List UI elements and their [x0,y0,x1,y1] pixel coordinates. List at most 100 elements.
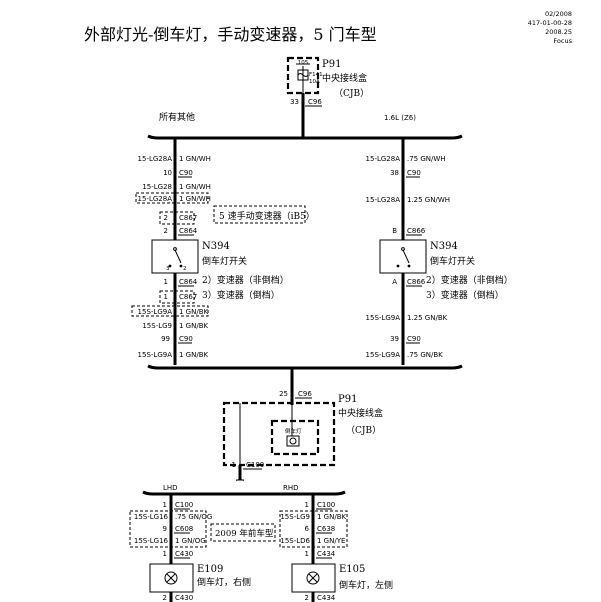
top-p91-id: P91 [322,59,341,70]
bl-c430b: C430 [175,594,193,602]
r-w1: 15-LG28A [366,155,401,163]
r-c866b: C866 [407,278,426,286]
l-c864: C864 [179,227,198,235]
l-w1: 15-LG28A [138,155,173,163]
fuse-name: F141 [309,72,323,78]
r-c90: C90 [407,169,421,177]
ref-date: 02/2008 [545,10,572,18]
bl-w2-spec: 1 GN/OG [175,537,206,545]
l-w5: 15S-LG9 [142,322,172,330]
top-pin: 33 [290,98,299,106]
l-w2-spec: 1 GN/WH [179,183,211,191]
r-w3-spec: 1.25 GN/BK [407,314,448,322]
ref-model: Focus [553,37,572,45]
l-c867: C867 [179,214,197,222]
l-c90b: C90 [179,335,193,343]
r-w1-spec: .75 GN/WH [407,155,446,163]
br-pin1b: 1 [305,550,309,558]
bl-pin1b: 1 [163,550,167,558]
r-note2: 2）变速器（非倒档） [426,274,513,286]
top-conn: C96 [308,98,322,106]
relay-label: 倒车灯 [285,427,302,435]
top-cjb: 105 F141 10A [286,56,323,95]
r-note3: 3）变速器（倒档） [426,289,504,301]
br-pin2: 2 [305,594,309,602]
right-branch-label: 1.6L (Z6) [384,114,416,122]
ref-rev: 2008.25 [545,28,572,36]
r-c866: C866 [407,227,426,235]
l-pin1a: 1 [164,278,168,286]
left-reverse-switch: 3 2 [151,239,199,274]
ref-code: 417-01-00-28 [528,19,572,27]
r-c90b: C90 [407,335,421,343]
l-note2: 2）变速器（非倒档） [202,274,289,286]
br-c434b: C434 [317,594,336,602]
e109-lamp-icon [149,563,194,593]
br-c100: C100 [317,501,335,509]
b-p91-abbr: （CJB） [346,425,381,436]
l-w3-spec: 1 GN/WH [179,195,211,203]
l-pin99: 99 [161,335,170,343]
bl-c100: C100 [175,501,193,509]
fuse-pin: 105 [298,60,309,66]
rhd-label: RHD [283,484,299,492]
r-pin38: 38 [390,169,399,177]
br-c638: C638 [317,525,335,533]
l-c867b: C867 [179,293,197,301]
e105-name: 倒车灯，左侧 [339,579,393,591]
fuse-rating: 10A [309,79,320,85]
l-sw-t2: 2 [183,266,187,272]
br-w2: 15S-LD6 [280,537,310,545]
l-ib5-note: 5 速手动变速器（iB5） [219,210,315,222]
l-n394: N394 [202,241,230,252]
bl-pin1: 1 [163,501,167,509]
br-w2-spec: 1 GN/YE [317,537,345,545]
l-pin1b: 1 [164,293,168,301]
bottom-cjb [222,401,336,467]
r-w4: 15S-LG9A [366,351,401,359]
top-p91-name: 中央接线盒 [322,72,367,84]
r-w2: 15-LG28A [366,196,401,204]
b-pin25: 25 [279,390,288,398]
e109-id: E109 [197,564,223,575]
r-pinB: B [392,227,397,235]
r-switch-name: 倒车灯开关 [430,255,475,267]
bl-w1: 15S-LG16 [134,513,169,521]
l-w5-spec: 1 GN/BK [179,322,209,330]
right-reverse-switch [379,239,427,274]
l-w4-spec: 1 GN/BK [179,308,209,316]
r-n394: N394 [430,241,458,252]
bl-pin9: 9 [163,525,167,533]
r-w3: 15S-LG9A [366,314,401,322]
middle-bus [147,364,463,370]
l-w6: 15S-LG9A [138,351,173,359]
lhd-label: LHD [163,484,178,492]
bl-c430: C430 [175,550,193,558]
br-c434: C434 [317,550,336,558]
bottom-bus [142,490,346,496]
bl-w1-spec: .75 GN/OG [175,513,212,521]
bl-pin2: 2 [163,594,167,602]
b-c100: C100 [246,461,264,469]
r-w4-spec: .75 GN/BK [407,351,443,359]
left-branch-label: 所有其他 [159,111,195,123]
br-pin6: 6 [305,525,310,533]
bl-c608: C608 [175,525,193,533]
e105-lamp-icon [291,563,336,593]
l-sw-t3: 3 [166,266,170,272]
l-w1-spec: 1 GN/WH [179,155,211,163]
br-w1-spec: 1 GN/BK [317,513,347,521]
l-note3: 3）变速器（倒档） [202,289,280,301]
l-w2: 15-LG28 [142,183,172,191]
l-w6-spec: 1 GN/BK [179,351,209,359]
l-pin2: 2 [164,214,168,222]
l-switch-name: 倒车灯开关 [202,255,247,267]
l-c90: C90 [179,169,193,177]
b-p91-id: P91 [338,394,357,405]
top-bus [147,134,463,140]
l-c864b: C864 [179,278,198,286]
l-pin10: 10 [163,169,172,177]
r-w2-spec: 1.25 GN/WH [407,196,450,204]
top-p91-abbr: （CJB） [334,88,369,99]
